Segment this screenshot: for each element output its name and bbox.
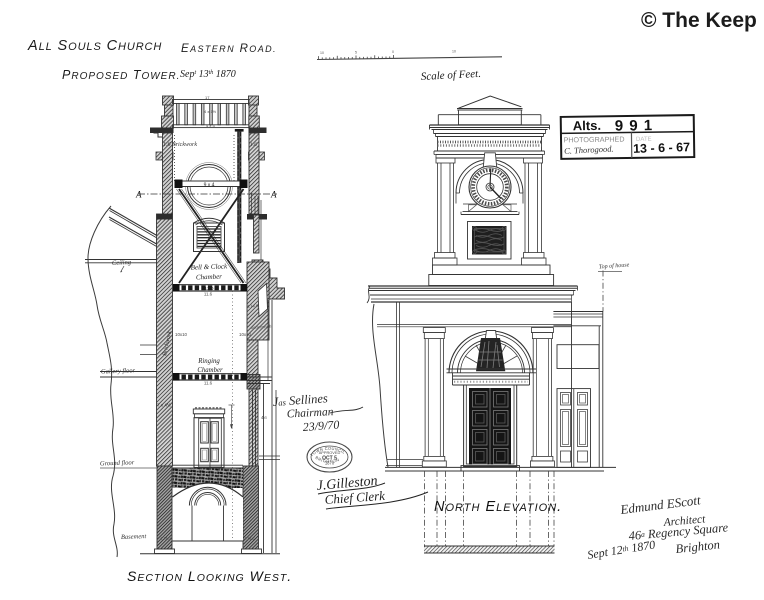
svg-text:Edmund EScott: Edmund EScott xyxy=(619,492,702,517)
svg-text:Bell & Clock: Bell & Clock xyxy=(191,262,229,271)
svg-text:4.14.2: 4.14.2 xyxy=(160,536,170,541)
svg-text:PROPOSED TOWER.: PROPOSED TOWER. xyxy=(62,68,180,82)
svg-text:Ceiling: Ceiling xyxy=(112,259,132,267)
svg-text:Chief Clerk: Chief Clerk xyxy=(324,488,385,507)
svg-text:7 x 4½: 7 x 4½ xyxy=(157,402,171,408)
svg-text:BRIGHTON: BRIGHTON xyxy=(314,455,340,464)
svg-text:9 9 1: 9 9 1 xyxy=(615,117,654,135)
svg-text:OCT 5: OCT 5 xyxy=(322,456,337,462)
svg-text:PHOTOGRAPHED: PHOTOGRAPHED xyxy=(563,135,624,145)
svg-text:13 - 6 - 67: 13 - 6 - 67 xyxy=(633,140,690,156)
svg-text:1870: 1870 xyxy=(325,461,335,466)
svg-text:Scale of Feet.: Scale of Feet. xyxy=(421,68,482,83)
svg-text:9 x 4: 9 x 4 xyxy=(204,182,215,188)
svg-text:J.Gilleston: J.Gilleston xyxy=(316,474,378,494)
svg-text:1.6 Brickwork: 1.6 Brickwork xyxy=(163,142,197,148)
svg-text:11.6: 11.6 xyxy=(204,292,213,297)
svg-text:APPROVED: APPROVED xyxy=(319,450,341,455)
svg-text:10: 10 xyxy=(452,50,456,54)
svg-text:4.6: 4.6 xyxy=(261,415,267,420)
svg-text:Jas Sellines: Jas Sellines xyxy=(272,391,328,409)
svg-text:23/9/70: 23/9/70 xyxy=(302,417,340,434)
svg-text:Chairman: Chairman xyxy=(287,406,334,420)
svg-text:SECTION LOOKING WEST.: SECTION LOOKING WEST. xyxy=(127,568,292,584)
svg-text:10: 10 xyxy=(320,51,324,55)
svg-text:EASTERN ROAD.: EASTERN ROAD. xyxy=(181,43,277,55)
svg-text:1.6: 1.6 xyxy=(250,142,257,148)
svg-text:ALL SOULS CHURCH: ALL SOULS CHURCH xyxy=(27,38,162,54)
svg-text:A: A xyxy=(135,190,142,200)
svg-text:10x10: 10x10 xyxy=(175,332,188,337)
svg-text:A: A xyxy=(270,190,277,200)
svg-text:Sept 12th 1870: Sept 12th 1870 xyxy=(586,537,656,562)
svg-text:11.6: 11.6 xyxy=(204,381,213,386)
svg-text:underneath: underneath xyxy=(251,324,273,330)
svg-text:Sept 13th 1870: Sept 13th 1870 xyxy=(180,69,236,80)
svg-text:NORTH ELEVATION.: NORTH ELEVATION. xyxy=(434,499,562,515)
svg-text:Alts.: Alts. xyxy=(573,118,601,133)
svg-text:12.0: 12.0 xyxy=(205,286,214,291)
svg-text:10x10: 10x10 xyxy=(239,332,252,337)
svg-text:Chamber: Chamber xyxy=(197,367,223,374)
svg-text:Chamber: Chamber xyxy=(196,273,223,282)
svg-text:4 x 1½: 4 x 1½ xyxy=(204,109,217,114)
svg-text:C. Thorogood.: C. Thorogood. xyxy=(564,143,614,155)
svg-text:5: 5 xyxy=(355,51,357,55)
svg-text:© The Keep: © The Keep xyxy=(641,9,757,32)
svg-text:4 x 3: 4 x 3 xyxy=(206,123,215,128)
svg-text:Brickwork: Brickwork xyxy=(162,330,173,356)
svg-text:4.14.2: 4.14.2 xyxy=(244,536,254,541)
svg-text:0: 0 xyxy=(392,50,394,54)
svg-text:DATE: DATE xyxy=(636,137,652,143)
svg-text:Gallery floor: Gallery floor xyxy=(101,367,136,375)
svg-text:Architect: Architect xyxy=(662,513,706,529)
svg-text:Ground floor: Ground floor xyxy=(100,459,135,467)
svg-text:Brighton: Brighton xyxy=(675,537,721,556)
svg-text:17: 17 xyxy=(205,95,210,100)
svg-text:4.14.6: 4.14.6 xyxy=(247,303,259,309)
svg-text:Top of house: Top of house xyxy=(599,261,630,270)
svg-text:Ringing: Ringing xyxy=(197,358,220,365)
svg-text:Basement: Basement xyxy=(121,533,147,541)
